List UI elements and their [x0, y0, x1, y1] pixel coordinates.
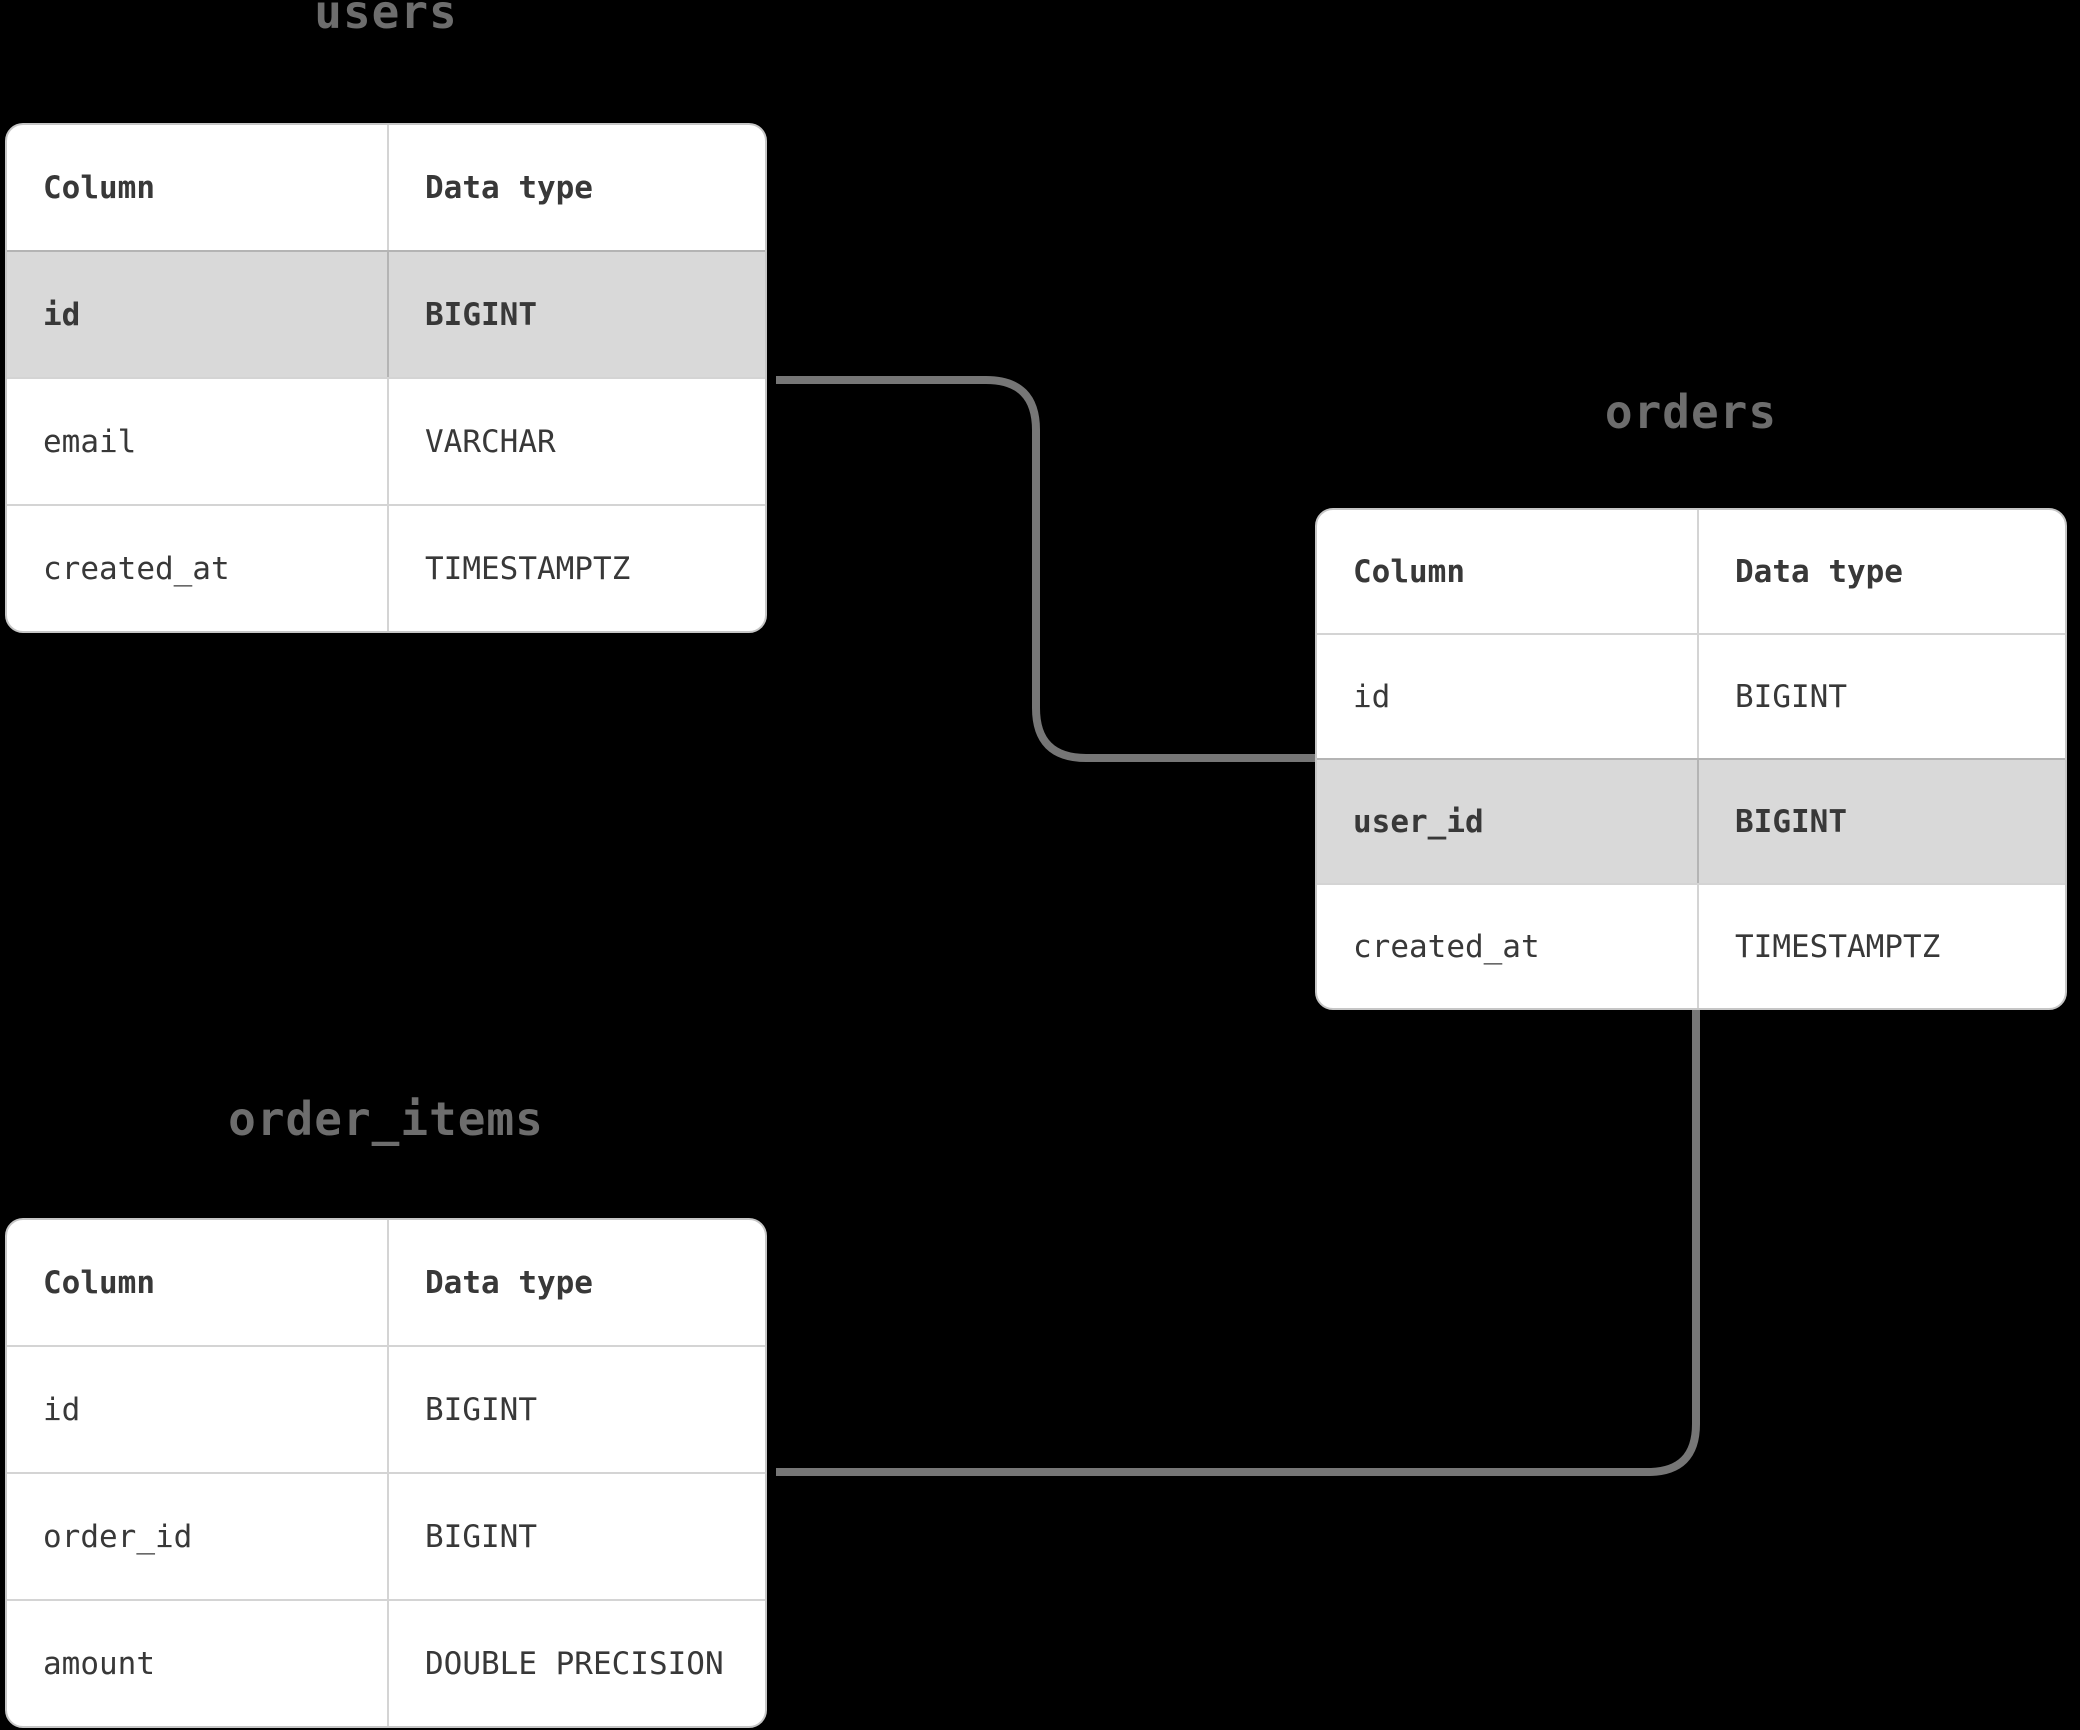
table-order-items-header-row: Column Data type: [7, 1220, 765, 1345]
connector-users-to-orders: [776, 376, 1316, 762]
header-datatype-label: Data type: [425, 1264, 593, 1301]
cell-column-name: user_id: [1317, 760, 1699, 883]
cell-data-type: DOUBLE PRECISION: [425, 1645, 724, 1682]
cell-data-type: BIGINT: [425, 1518, 537, 1555]
cell-data-type: TIMESTAMPTZ: [425, 550, 631, 587]
cell-column-name: id: [1317, 635, 1699, 758]
cell-column-name: created_at: [1317, 885, 1699, 1008]
cell-data-type: TIMESTAMPTZ: [1735, 928, 1941, 965]
cell-data-type: BIGINT: [1735, 803, 1847, 840]
cell-data-type: BIGINT: [425, 1391, 537, 1428]
header-column-label: Column: [1317, 510, 1699, 633]
table-row-users-email: email VARCHAR: [7, 377, 765, 504]
table-users-header-row: Column Data type: [7, 125, 765, 250]
table-title-order-items: order_items: [228, 1092, 544, 1146]
table-row-orders-id: id BIGINT: [1317, 633, 2065, 758]
header-datatype-label: Data type: [425, 169, 593, 206]
connector-orders-to-order-items: [776, 1008, 1700, 1476]
cell-column-name: email: [7, 379, 389, 504]
table-row-order-items-amount: amount DOUBLE PRECISION: [7, 1599, 765, 1726]
cell-data-type: BIGINT: [425, 296, 537, 333]
cell-column-name: amount: [7, 1601, 389, 1726]
cell-data-type: BIGINT: [1735, 678, 1847, 715]
table-title-users: users: [314, 0, 458, 39]
table-title-orders: orders: [1604, 385, 1778, 439]
table-row-users-id: id BIGINT: [7, 250, 765, 377]
cell-column-name: id: [7, 1347, 389, 1472]
header-datatype-label: Data type: [1735, 553, 1903, 590]
cell-column-name: order_id: [7, 1474, 389, 1599]
table-row-orders-created-at: created_at TIMESTAMPTZ: [1317, 883, 2065, 1008]
table-orders-header-row: Column Data type: [1317, 510, 2065, 633]
table-row-orders-user-id: user_id BIGINT: [1317, 758, 2065, 883]
table-row-order-items-id: id BIGINT: [7, 1345, 765, 1472]
cell-column-name: id: [7, 252, 389, 377]
table-users: Column Data type id BIGINT email VARCHAR…: [5, 123, 767, 633]
cell-column-name: created_at: [7, 506, 389, 631]
table-row-order-items-order-id: order_id BIGINT: [7, 1472, 765, 1599]
table-order-items: Column Data type id BIGINT order_id BIGI…: [5, 1218, 767, 1728]
header-column-label: Column: [7, 125, 389, 250]
table-orders: Column Data type id BIGINT user_id BIGIN…: [1315, 508, 2067, 1010]
header-column-label: Column: [7, 1220, 389, 1345]
table-row-users-created-at: created_at TIMESTAMPTZ: [7, 504, 765, 631]
cell-data-type: VARCHAR: [425, 423, 556, 460]
